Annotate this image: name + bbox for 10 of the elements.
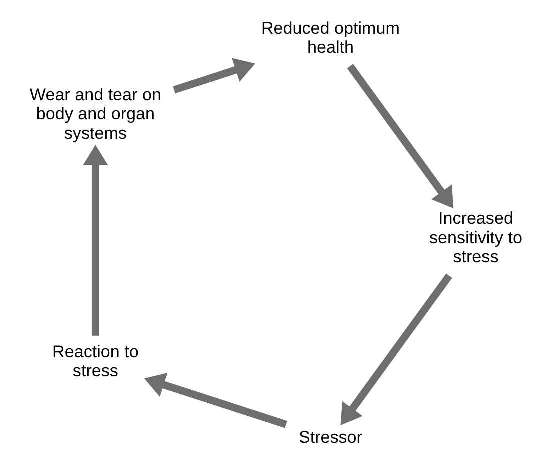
node-text: Increased sensitivity to stress [429, 209, 522, 266]
arrow [172, 58, 255, 94]
arrow [144, 373, 287, 428]
arrow [340, 274, 452, 426]
node-text: Stressor [298, 428, 362, 448]
arrow [346, 64, 454, 209]
node-text: Reaction to stress [52, 342, 138, 380]
node-text: Reduced optimum health [260, 18, 400, 57]
node-text: Wear and tear on body and organ systems [29, 86, 161, 143]
arrow [82, 144, 108, 336]
